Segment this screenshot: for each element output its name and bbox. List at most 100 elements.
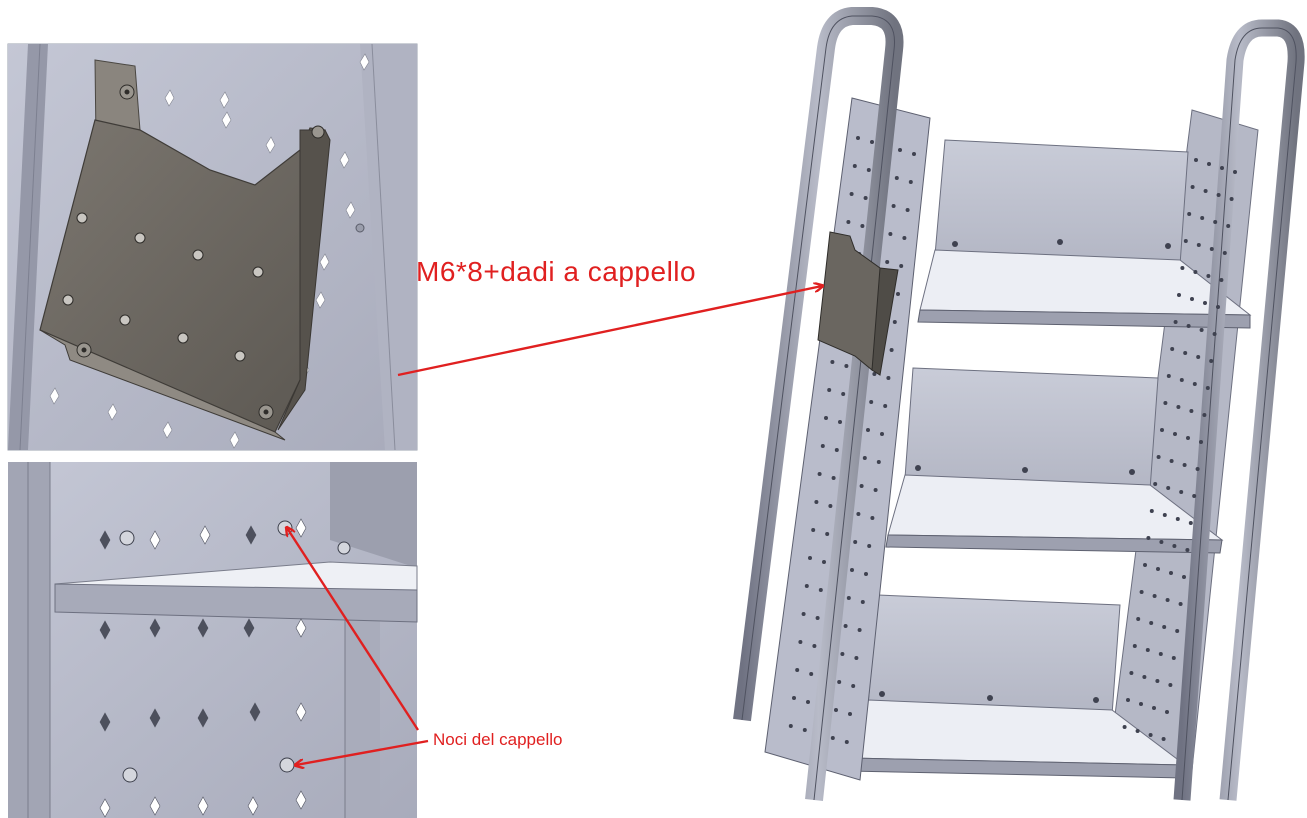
right-panel-hole	[1171, 656, 1176, 660]
left-panel-hole	[850, 568, 854, 572]
back-panel-corner	[330, 462, 417, 568]
right-panel-hole	[1165, 598, 1170, 602]
left-panel-hole	[912, 152, 916, 156]
right-panel-hole	[1193, 270, 1198, 274]
right-panel-hole	[1166, 374, 1171, 378]
right-panel-hole	[1142, 675, 1147, 679]
left-panel-hole	[795, 668, 800, 672]
back-board-3	[867, 594, 1121, 716]
shelf-1-edge	[917, 309, 1251, 329]
side-panel-strip	[8, 462, 50, 818]
right-panel-hole	[1163, 401, 1168, 405]
left-panel-hole	[863, 196, 868, 200]
left-panel-hole	[886, 376, 891, 380]
right-panel-hole	[1162, 513, 1167, 517]
left-panel-hole	[806, 700, 810, 704]
right-panel-hole	[1172, 544, 1177, 548]
left-panel-hole	[860, 600, 865, 604]
left-panel-hole	[840, 652, 845, 656]
left-panel-hole	[896, 292, 900, 296]
right-panel-hole	[1183, 351, 1188, 355]
left-panel-hole	[859, 484, 864, 488]
right-panel-hole	[1209, 247, 1214, 251]
left-panel-hole	[888, 232, 893, 236]
left-panel-hole	[809, 672, 814, 676]
right-panel-hole	[1160, 428, 1164, 432]
left-panel-hole	[830, 736, 835, 740]
shelf-front-edge	[54, 583, 418, 623]
panel-perforations	[49, 53, 370, 449]
right-panel-hole	[1175, 517, 1180, 521]
assembled-shelving-unit-view	[733, 7, 1305, 801]
right-panel-hole	[1161, 737, 1166, 741]
left-panel-hole	[846, 220, 851, 224]
right-panel-hole	[1173, 432, 1177, 436]
left-panel-hole	[846, 596, 851, 600]
right-panel-hole	[1165, 710, 1169, 714]
left-panel-hole	[849, 192, 854, 196]
right-panel-hole	[1166, 486, 1171, 490]
left-panel-hole	[889, 348, 894, 352]
left-panel-hole	[867, 544, 872, 548]
left-panel-hole	[866, 168, 871, 172]
right-panel-hole	[1179, 378, 1184, 382]
right-panel-hole	[1216, 193, 1221, 197]
left-panel-hole	[804, 584, 809, 588]
right-panel-hole	[1196, 243, 1201, 247]
left-panel-hole	[824, 416, 828, 420]
right-panel-hole	[1209, 359, 1214, 363]
right-panel-hole	[1177, 293, 1181, 297]
right-panel-hole	[1158, 652, 1163, 656]
right-panel-hole	[1156, 567, 1160, 571]
right-panel-hole	[1156, 455, 1161, 459]
left-panel-hole	[844, 740, 849, 744]
left-panel-hole	[870, 516, 875, 520]
left-panel-hole	[870, 140, 874, 144]
left-panel-hole	[843, 624, 848, 628]
left-panel-hole	[818, 588, 823, 592]
left-panel-hole	[811, 528, 816, 532]
left-panel-hole	[866, 428, 870, 432]
right-panel-hole	[1152, 594, 1157, 598]
left-panel-hole	[891, 204, 896, 208]
right-panel-hole	[1212, 332, 1217, 336]
left-panel-hole	[860, 224, 865, 228]
left-panel-hole	[827, 388, 832, 392]
right-panel-hole	[1146, 536, 1151, 540]
right-panel-hole	[1195, 467, 1200, 471]
right-panel-hole	[1187, 212, 1192, 216]
right-panel-hole	[1152, 706, 1156, 710]
left-panel-hole	[856, 512, 861, 516]
right-panel-hole	[1135, 729, 1140, 733]
right-panel-hole	[1229, 197, 1234, 201]
right-panel-hole	[1162, 625, 1167, 629]
back-board-1	[934, 139, 1189, 266]
left-panel-hole	[876, 460, 881, 464]
left-panel-hole	[825, 532, 830, 536]
left-panel-hole	[814, 500, 819, 504]
bracket-bottom-lip	[39, 329, 286, 441]
right-panel-hole	[1178, 602, 1183, 606]
right-panel-hole	[1182, 463, 1187, 467]
right-panel-hole	[1189, 409, 1194, 413]
right-panel-hole	[1179, 490, 1184, 494]
right-panel-hole	[1192, 382, 1197, 386]
left-panel-hole	[834, 708, 838, 712]
right-panel-hole	[1176, 405, 1181, 409]
left-panel-hole	[815, 616, 820, 620]
right-panel-hole	[1205, 386, 1210, 390]
right-panel-hole	[1207, 162, 1211, 166]
left-panel-hole	[841, 392, 846, 396]
right-panel-hole	[1220, 166, 1224, 170]
left-panel-hole	[905, 208, 910, 212]
left-panel-hole	[857, 628, 862, 632]
right-panel-hole	[1219, 278, 1224, 282]
right-panel-hole	[1222, 251, 1227, 255]
left-panel-hole	[808, 556, 812, 560]
fastener-arrow	[397, 286, 822, 377]
right-panel-hole	[1153, 482, 1158, 486]
right-panel-hole	[1192, 494, 1197, 498]
right-panel-hole	[1132, 644, 1137, 648]
fastener-callout-label: M6*8+dadi a cappello	[416, 256, 697, 287]
